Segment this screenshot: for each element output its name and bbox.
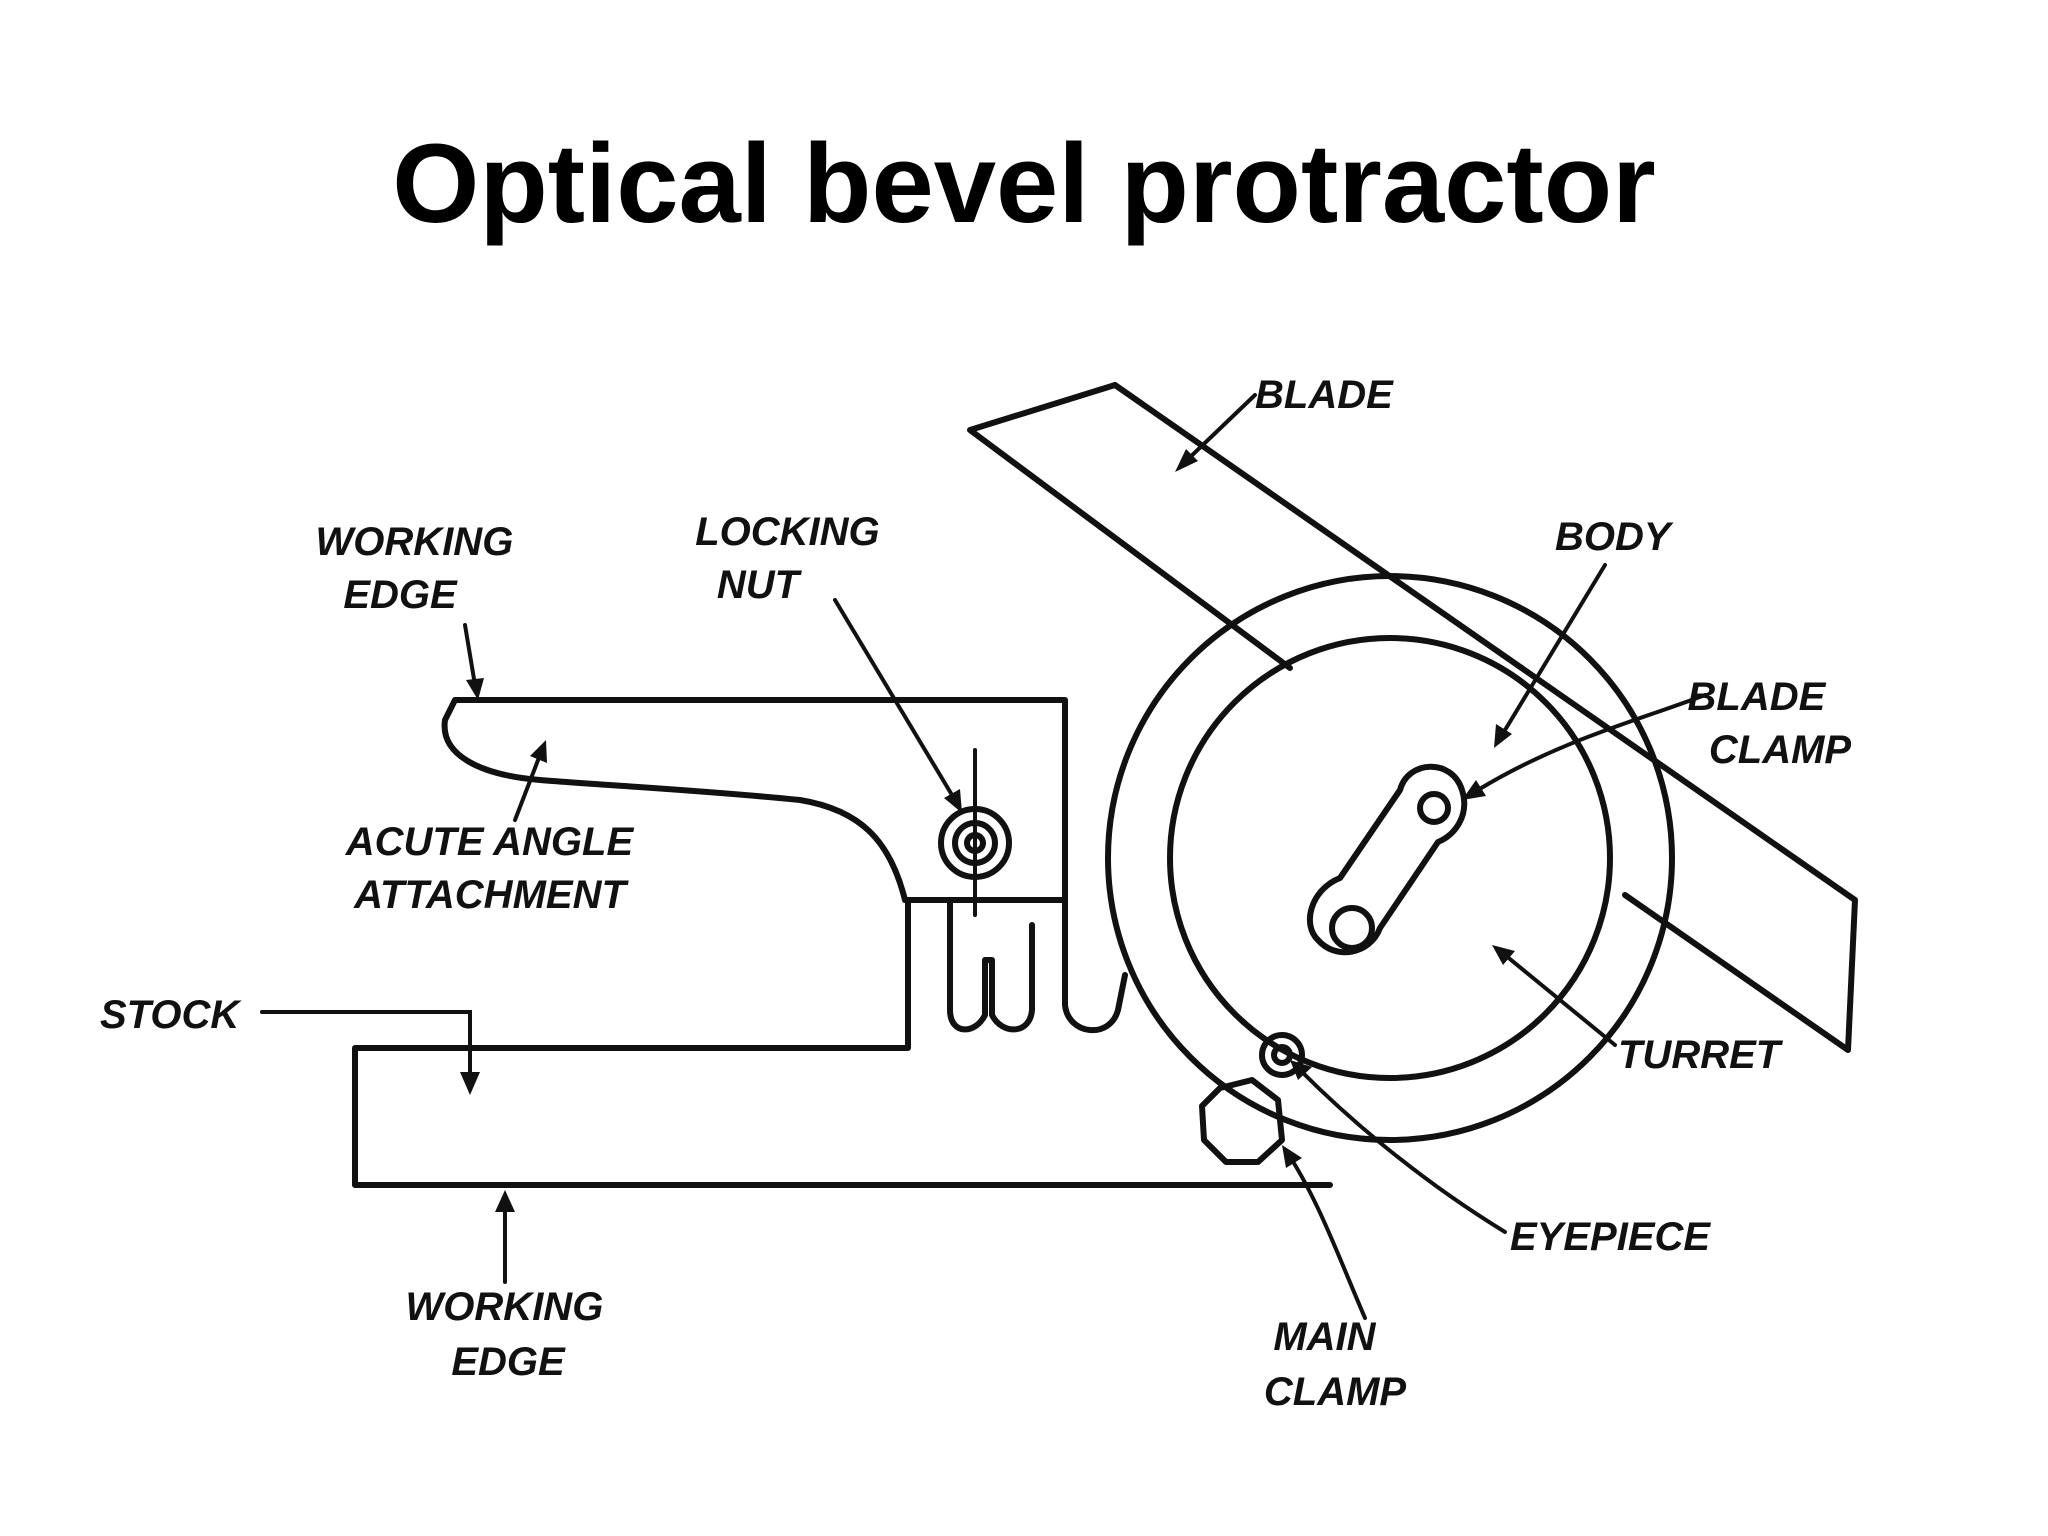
body-outer-ring [1105, 573, 1675, 1143]
leader-main-clamp [1282, 1145, 1367, 1320]
leader-locking-nut [833, 598, 962, 813]
leader-stock [260, 1010, 480, 1095]
stock [352, 897, 1333, 1188]
main-clamp [1199, 1077, 1285, 1165]
label-body: BODY [1555, 515, 1674, 559]
label-locking-nut: LOCKING NUT [695, 510, 891, 607]
label-working-edge-bottom: WORKING EDGE [406, 1285, 615, 1384]
leader-working-edge-bottom [495, 1190, 515, 1284]
leader-turret [1492, 945, 1617, 1047]
slide-title: Optical bevel protractor [392, 121, 1656, 246]
eyepiece [1259, 1032, 1305, 1078]
label-eyepiece: EYEPIECE [1510, 1215, 1711, 1259]
leader-working-edge-top [463, 623, 484, 700]
label-blade-clamp: BLADE CLAMP [1688, 675, 1852, 772]
turret [1167, 635, 1613, 1081]
leader-body [1494, 563, 1607, 748]
leader-eyepiece [1290, 1060, 1507, 1234]
leader-blade-clamp [1462, 693, 1707, 800]
label-working-edge-top: WORKING EDGE [316, 520, 525, 617]
label-acute-angle-attachment: ACUTE ANGLE ATTACHMENT [345, 820, 645, 917]
label-main-clamp: MAIN CLAMP [1264, 1315, 1407, 1414]
leader-blade [1175, 393, 1257, 472]
acute-angle-attachment [441, 697, 1068, 903]
label-blade: BLADE [1255, 373, 1394, 417]
label-stock: STOCK [100, 993, 242, 1037]
locking-nut [938, 748, 1012, 917]
leader-acute-angle-attachment [513, 740, 547, 822]
blade-clamp [1307, 763, 1468, 956]
blade [967, 382, 1858, 1053]
label-turret: TURRET [1618, 1033, 1784, 1077]
